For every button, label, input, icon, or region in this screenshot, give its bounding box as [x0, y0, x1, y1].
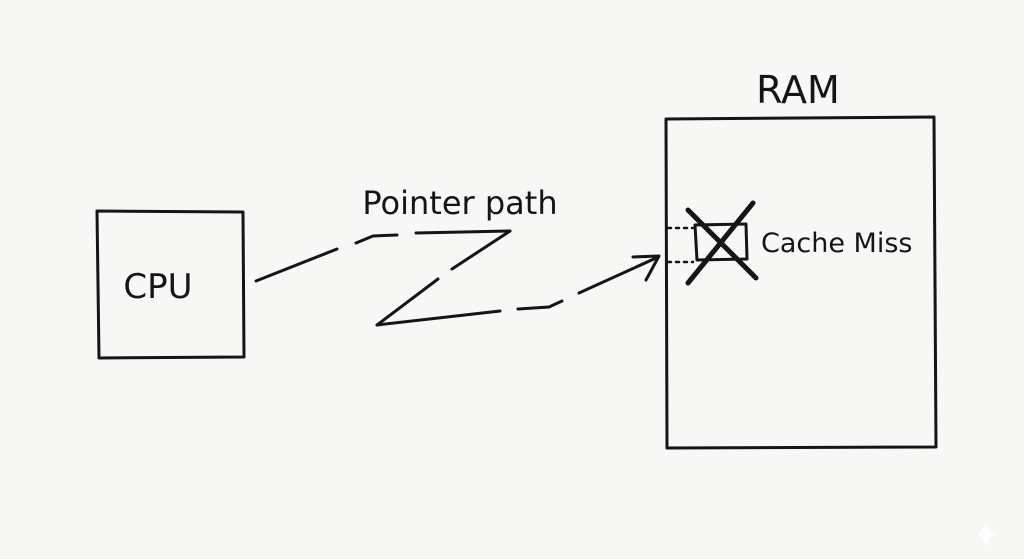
cross-mark-icon-stroke2 — [685, 200, 756, 286]
cpu-label: CPU — [123, 267, 192, 307]
pointer-path-label: Pointer path — [362, 184, 557, 222]
sparkle-icon — [976, 522, 996, 546]
ram-box — [664, 115, 938, 450]
cache-cell — [693, 222, 749, 262]
cache-miss-label: Cache Miss — [761, 228, 912, 259]
arrow-head-icon — [631, 254, 661, 282]
pointer-path — [254, 229, 658, 327]
cpu-box — [95, 209, 246, 360]
ram-label: RAM — [756, 68, 840, 112]
